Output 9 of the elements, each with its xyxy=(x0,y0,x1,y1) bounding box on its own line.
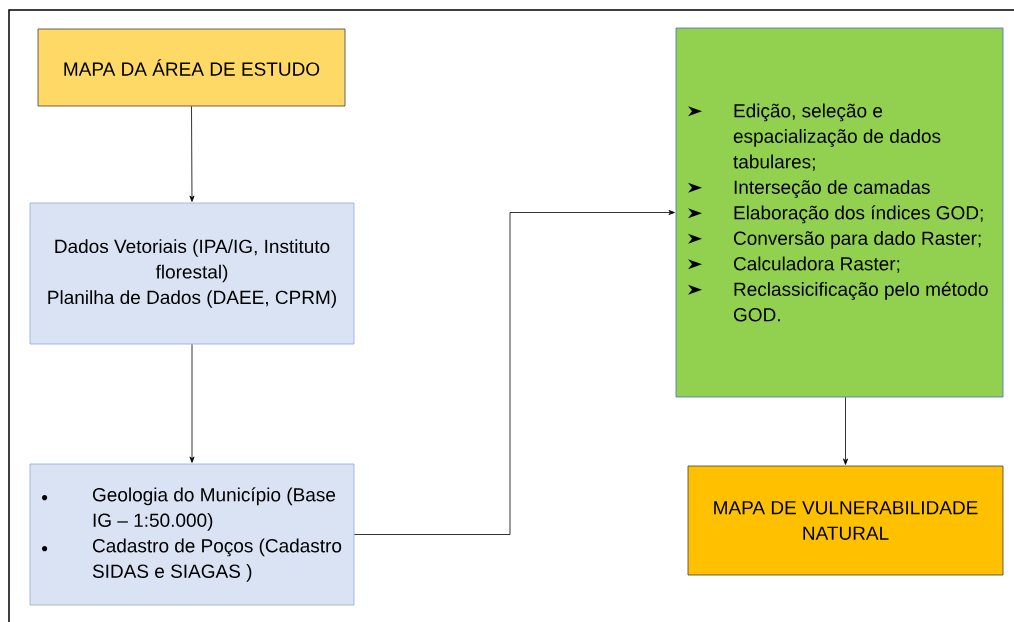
arrow xyxy=(189,344,195,463)
data-box: Dados Vetoriais (IPA/IG, Instituto florestal) Planilha de Dados (DAEE, CPRM) xyxy=(29,202,355,345)
result-box: MAPA DE VULNERABILIDADE NATURAL xyxy=(687,465,1004,576)
arrow xyxy=(189,106,195,202)
arrow xyxy=(843,397,848,465)
arrow xyxy=(354,210,675,535)
process-box: MAPA DA ÁREA DE ESTUDO xyxy=(37,28,346,107)
data-box: Geologia do Município (Base IG – 1:50.000) Cadastro de Poços (Cadastro SIDAS e SIAGAS ) xyxy=(29,463,355,606)
process-box: Edição, seleção e espacialização de dados tabulares; Interseção de camadas Elaboração dos índices GOD; Conversão para dado Raster; Calculadora Raster; Reclassicificação pelo método GOD. xyxy=(675,27,1004,398)
